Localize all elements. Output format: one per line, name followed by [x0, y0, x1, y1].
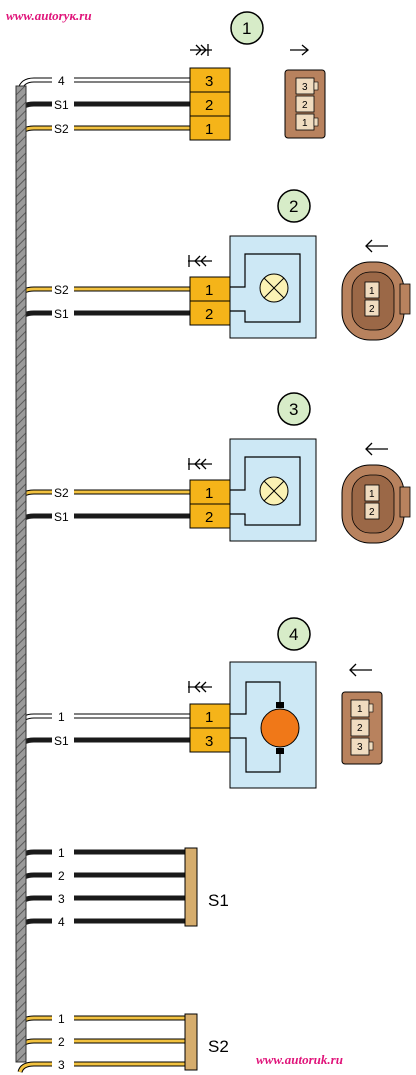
wire-label: S1: [54, 510, 69, 524]
wire-label: 3: [58, 1058, 65, 1072]
pin-number: 3: [205, 73, 213, 90]
component-2: 2 1 2 1 2: [188, 189, 411, 341]
double-arrow-connector-icon: [190, 44, 212, 56]
svg-text:2: 2: [369, 304, 375, 315]
double-arrow-connector-icon: [188, 255, 212, 267]
component-3: 3 1 2 1 2: [188, 392, 411, 544]
watermark-bottom: www.autoruk.ru: [256, 1052, 343, 1067]
wire-label: S1: [54, 307, 69, 321]
connector-face: 3 2 1: [284, 69, 326, 139]
pin-number: 2: [205, 509, 213, 526]
wire-label: S1: [54, 734, 69, 748]
splice-s2-wires: [17, 1015, 186, 1073]
splice-s1-wires: [17, 849, 186, 930]
wire-label: S1: [54, 98, 69, 112]
pin-number: 2: [205, 97, 213, 114]
motor-icon: [260, 708, 300, 748]
component-number: 4: [289, 625, 298, 644]
svg-text:3: 3: [302, 82, 308, 93]
splice-s1: S1: [184, 847, 229, 927]
pin-number: 1: [205, 282, 213, 299]
splice-bar: [184, 847, 198, 927]
wire-label: 2: [58, 1035, 65, 1049]
component-number-badge: [277, 617, 311, 651]
wire-label: 1: [58, 710, 65, 724]
wire-label: S2: [54, 486, 69, 500]
pin-number: 1: [205, 485, 213, 502]
pin-number: 1: [205, 121, 213, 138]
splice-label: S1: [208, 891, 229, 910]
double-arrow-connector-icon: [188, 681, 212, 693]
splice-s2: S2: [184, 1013, 229, 1071]
wire-label: S2: [54, 283, 69, 297]
component-3-wires: [17, 489, 190, 525]
svg-text:1: 1: [369, 489, 375, 500]
svg-text:1: 1: [302, 118, 308, 129]
pin-number: 2: [205, 306, 213, 323]
pin-number: 1: [205, 709, 213, 726]
watermark-top: www.autorук.ru: [6, 8, 92, 23]
component-1-wires: [17, 77, 190, 137]
connector-face: 1 2: [341, 464, 411, 544]
component-number: 1: [242, 19, 251, 38]
wire-label: 4: [58, 74, 65, 88]
wire-label: 3: [58, 892, 65, 906]
wire-label: 2: [58, 869, 65, 883]
plug-icon: [349, 663, 372, 677]
component-2-wires: [17, 286, 190, 322]
svg-text:1: 1: [357, 704, 363, 715]
wire-label: 4: [58, 915, 65, 929]
wire-labels: [52, 73, 74, 1071]
plug-icon: [365, 442, 388, 456]
component-1: 1 3 2 1 3 2 1: [189, 11, 326, 141]
component-number-badge: [230, 11, 264, 45]
wire-label: S2: [54, 122, 69, 136]
svg-text:2: 2: [369, 507, 375, 518]
splice-label: S2: [208, 1037, 229, 1056]
component-4: 4 1 3 1 2 3: [188, 617, 383, 789]
component-number: 2: [289, 197, 298, 216]
component-number: 3: [289, 400, 298, 419]
svg-text:1: 1: [369, 286, 375, 297]
component-number-badge: [277, 392, 311, 426]
pin-number: 3: [205, 733, 213, 750]
connector-face: 1 2: [341, 261, 411, 341]
plug-icon: [365, 239, 388, 253]
component-number-badge: [277, 189, 311, 223]
svg-text:3: 3: [357, 742, 363, 753]
component-4-wires: [17, 713, 190, 749]
svg-text:2: 2: [302, 100, 308, 111]
svg-text:2: 2: [357, 723, 363, 734]
splice-bar: [184, 1013, 198, 1071]
arrow-right-icon: [290, 44, 310, 56]
wire-harness: [15, 85, 27, 1063]
wire-label: 1: [58, 1012, 65, 1026]
connector-face: 1 2 3: [341, 691, 383, 765]
wire-label: 1: [58, 846, 65, 860]
double-arrow-connector-icon: [188, 458, 212, 470]
